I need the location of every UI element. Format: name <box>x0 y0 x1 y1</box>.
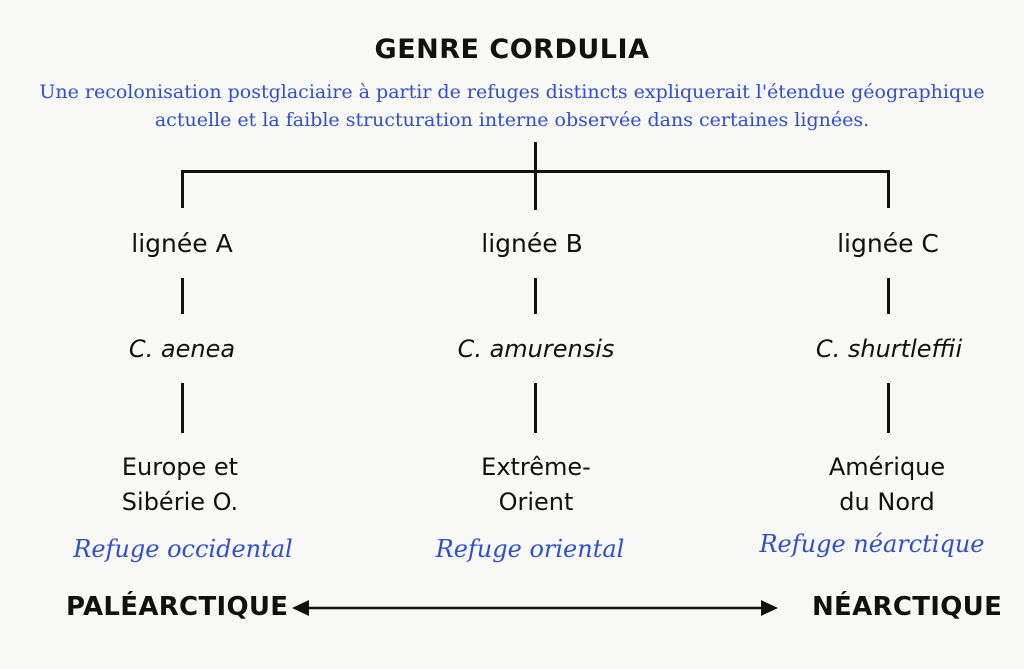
species-c-name: C. shurtleffii <box>815 335 963 363</box>
lineage-c-connector-upper <box>887 278 890 314</box>
lineage-a-connector-lower <box>181 383 184 433</box>
lineage-a-connector-upper <box>181 278 184 314</box>
lineage-b-connector-upper <box>534 278 537 314</box>
lineage-b-label: lignée B <box>481 229 583 258</box>
diagram-caption: Une recolonisation postglaciaire à parti… <box>0 78 1024 134</box>
region-b-line-2: Orient <box>498 488 574 516</box>
refuge-b-label: Refuge oriental <box>435 535 625 563</box>
tree-crossbar <box>181 170 890 173</box>
lineage-c-connector-lower <box>887 383 890 433</box>
realm-nearctic-label: NÉARCTIQUE <box>812 592 1003 622</box>
caption-line-2: actuelle et la faible structuration inte… <box>154 109 870 131</box>
region-a-line-2: Sibérie O. <box>121 488 239 516</box>
region-c-line-1: Amérique <box>828 453 946 481</box>
species-b-name: C. amurensis <box>457 335 615 363</box>
lineage-b-connector-lower <box>534 383 537 433</box>
caption-line-1: Une recolonisation postglaciaire à parti… <box>39 81 985 103</box>
refuge-a-label: Refuge occidental <box>73 535 293 563</box>
region-b: Extrême- Orient <box>426 450 646 520</box>
branch-a-drop <box>181 170 184 208</box>
region-c: Amérique du Nord <box>777 450 997 520</box>
region-a-line-1: Europe et <box>121 453 239 481</box>
lineage-a-label: lignée A <box>131 229 233 258</box>
double-arrow-icon <box>292 600 778 616</box>
realm-palearctic-label: PALÉARCTIQUE <box>66 592 289 622</box>
diagram-title: GENRE CORDULIA <box>374 34 650 65</box>
region-a: Europe et Sibérie O. <box>70 450 290 520</box>
refuge-c-label: Refuge néarctique <box>759 530 985 558</box>
root-stem <box>534 142 537 210</box>
species-a-name: C. aenea <box>128 335 236 363</box>
branch-c-drop <box>887 170 890 208</box>
lineage-c-label: lignée C <box>837 229 939 258</box>
region-b-line-1: Extrême- <box>481 453 591 481</box>
region-c-line-2: du Nord <box>839 488 935 516</box>
